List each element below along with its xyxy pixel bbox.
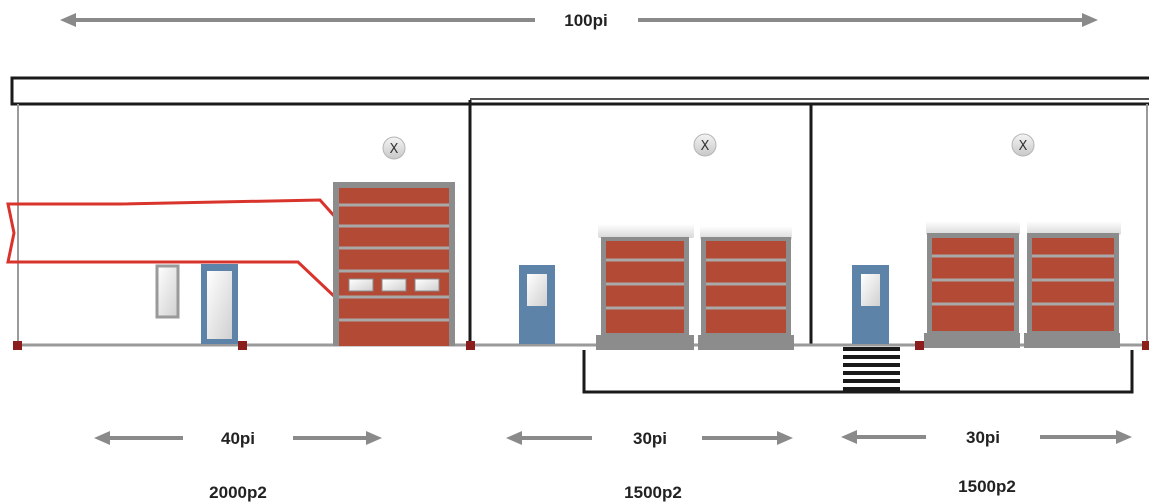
dock-door-panel (932, 238, 1014, 331)
dock-canopy (598, 224, 694, 238)
unit-3-width-dimension: 30pi (841, 428, 1132, 447)
dock-bumper (924, 333, 1020, 348)
unit-2-width-label: 30pi (633, 429, 667, 448)
dim-arrowhead-left (506, 431, 522, 445)
unit-1-marker-circle (382, 136, 406, 160)
dock-bumper (596, 335, 694, 350)
overall-width-dimension: 100pi (60, 11, 1098, 30)
corner-posts (13, 341, 1149, 350)
overhead-door-panel (339, 188, 449, 346)
door-vision-window (348, 278, 374, 292)
dock-door (596, 224, 694, 350)
corner-post (1142, 341, 1149, 350)
unit-1-area-label: 2000p2 (209, 483, 267, 502)
dim-arrowhead-right (777, 431, 793, 445)
overall-arrowhead-left (60, 13, 76, 27)
unit-1-marker: X (390, 142, 399, 157)
unit-3-area-label: 1500p2 (958, 477, 1016, 496)
dock-canopy (1027, 221, 1121, 235)
unit-1-width-dimension: 40pi (94, 429, 382, 448)
corner-post (13, 341, 22, 350)
unit-2: X (519, 133, 794, 350)
corner-post (915, 341, 924, 350)
dim-arrowhead-left (94, 431, 110, 445)
unit-3-marker-circle (1011, 133, 1035, 157)
dim-arrowhead-right (366, 431, 382, 445)
man-door-glass (861, 274, 880, 306)
overall-arrowhead-right (1082, 13, 1098, 27)
unit-1: X (6, 136, 455, 346)
dim-arrowhead-right (1116, 430, 1132, 444)
dock-door (924, 221, 1020, 348)
dock-door-panel (606, 241, 684, 333)
man-door-glass (527, 274, 547, 306)
man-door (852, 265, 889, 344)
dock-stairs (843, 347, 900, 391)
unit-2-marker-circle (693, 133, 717, 157)
unit-3-marker: X (1019, 139, 1028, 154)
dock-door-panel (1032, 238, 1114, 331)
fascia-band (10, 76, 1149, 106)
corner-post (238, 341, 247, 350)
wall-window (155, 264, 180, 319)
door-vision-window (414, 278, 440, 292)
dim-arrowhead-left (841, 430, 857, 444)
unit-3-width-label: 30pi (966, 428, 1000, 447)
overall-width-label: 100pi (564, 11, 607, 30)
unit-3: X (843, 133, 1121, 391)
dock-canopy (926, 221, 1020, 235)
man-door (519, 265, 555, 344)
dock-door (698, 226, 794, 350)
corner-post (466, 341, 475, 350)
roof-fascia (10, 76, 1149, 106)
man-door-glass (207, 271, 232, 339)
dock-door (1024, 221, 1121, 348)
door-vision-window (381, 278, 407, 292)
dock-door-panel (706, 241, 786, 333)
unit-2-marker: X (701, 139, 710, 154)
unit-2-width-dimension: 30pi (506, 429, 793, 448)
dock-bumper (698, 335, 794, 350)
unit-2-area-label: 1500p2 (624, 483, 682, 502)
unit-1-width-label: 40pi (221, 429, 255, 448)
man-door (201, 264, 238, 344)
dock-canopy (700, 226, 792, 240)
loading-dock-platform (582, 350, 1134, 394)
overhead-door (333, 182, 455, 346)
dock-bumper (1024, 333, 1120, 348)
